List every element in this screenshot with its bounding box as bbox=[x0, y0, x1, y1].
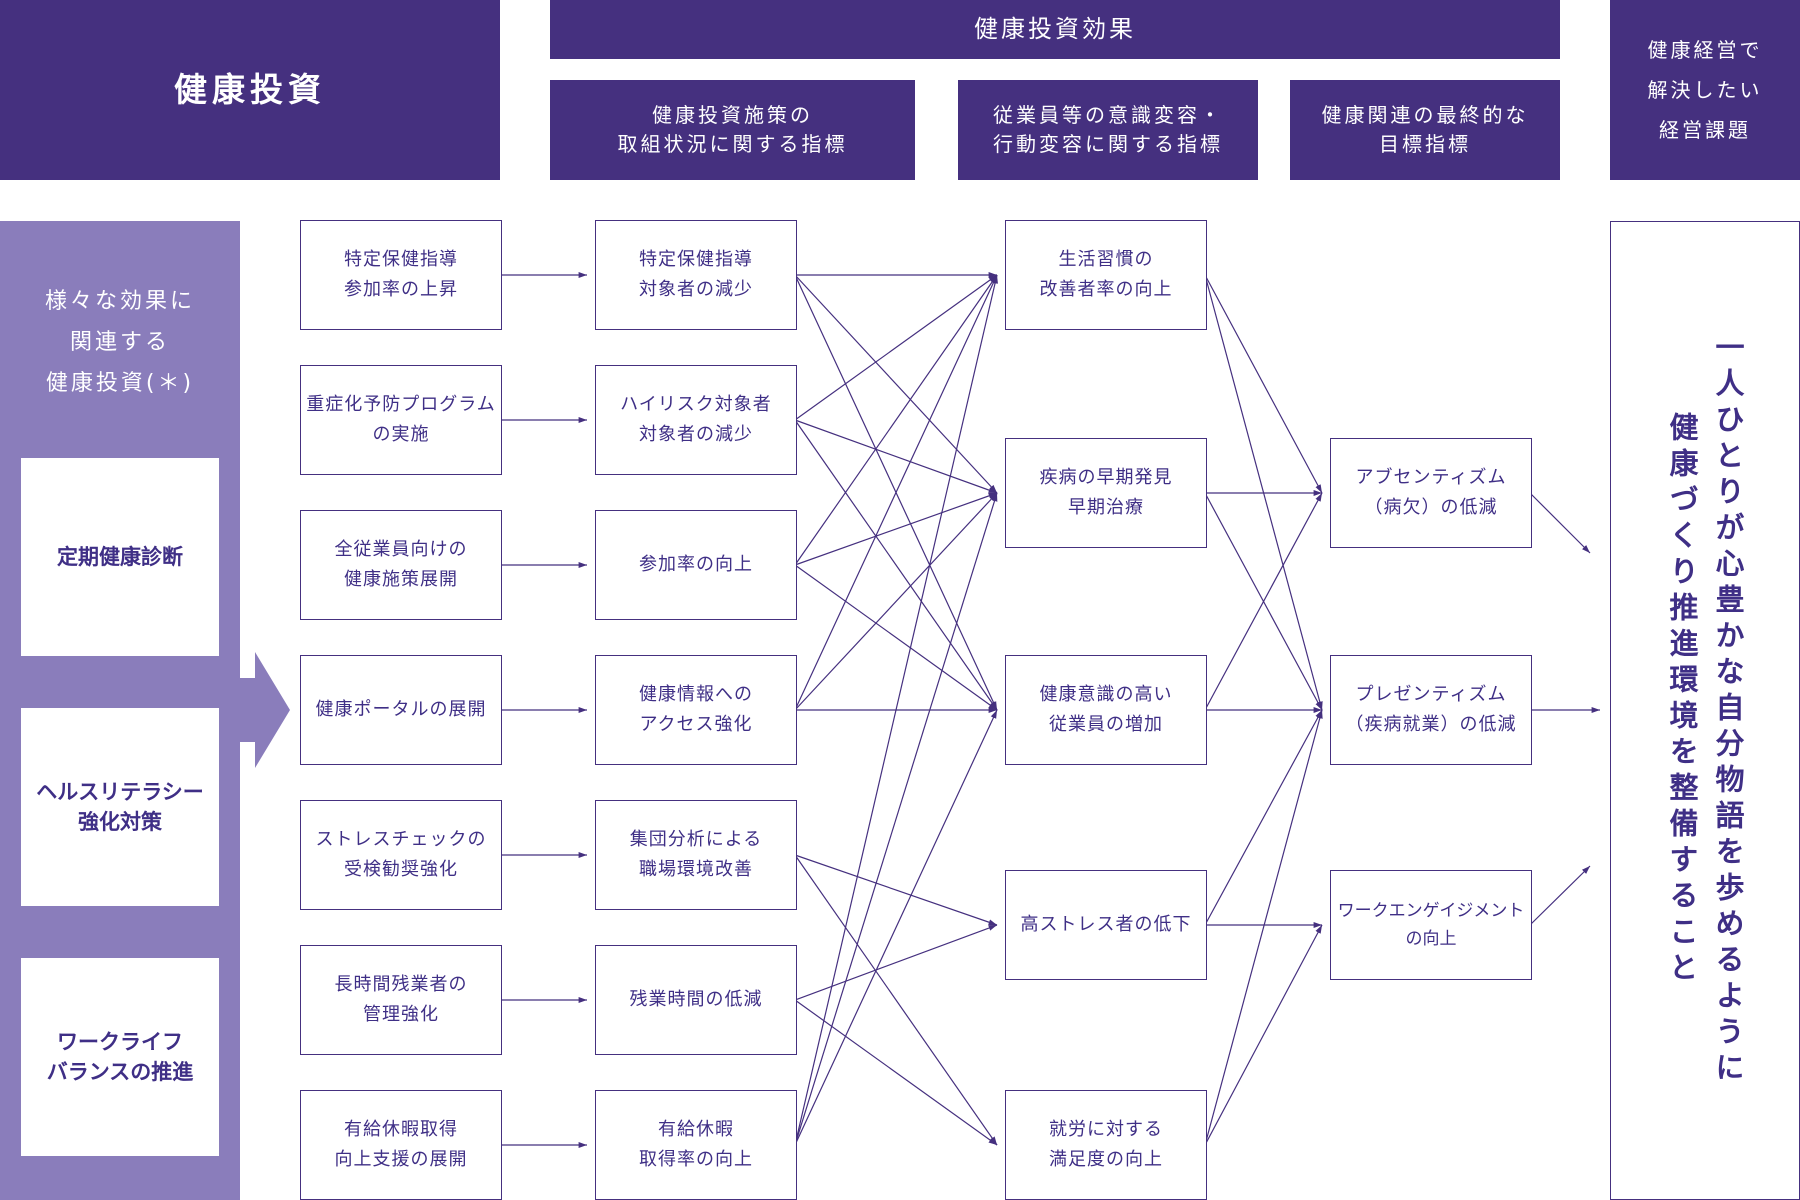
big-arrow bbox=[240, 652, 290, 768]
measure-node-specific-guidance: 特定保健指導 参加率の上昇 bbox=[300, 220, 502, 330]
behavior-node-early-detection: 疾病の早期発見 早期治療 bbox=[1005, 438, 1207, 548]
indicator-node-info-access: 健康情報への アクセス強化 bbox=[595, 655, 797, 765]
behavior-node-stress-reduction: 高ストレス者の低下 bbox=[1005, 870, 1207, 980]
measure-node-paid-leave-support: 有給休暇取得 向上支援の展開 bbox=[300, 1090, 502, 1200]
outcome-node-presenteeism: プレゼンティズム （疾病就業）の低減 bbox=[1330, 655, 1532, 765]
measure-node-health-portal: 健康ポータルの展開 bbox=[300, 655, 502, 765]
header-effect: 健康投資効果 bbox=[550, 0, 1560, 59]
header-investment: 健康投資 bbox=[0, 0, 500, 180]
header-management-issue: 健康経営で 解決したい 経営課題 bbox=[1610, 0, 1800, 180]
behavior-node-lifestyle: 生活習慣の 改善者率の向上 bbox=[1005, 220, 1207, 330]
indicator-node-participation: 参加率の向上 bbox=[595, 510, 797, 620]
left-item-health-literacy: ヘルスリテラシー 強化対策 bbox=[20, 707, 220, 907]
left-item-work-life-balance: ワークライフ バランスの推進 bbox=[20, 957, 220, 1157]
left-panel-title: 様々な効果に 関連する 健康投資(＊) bbox=[44, 289, 195, 396]
indicator-node-group-analysis: 集団分析による 職場環境改善 bbox=[595, 800, 797, 910]
behavior-node-health-awareness: 健康意識の高い 従業員の増加 bbox=[1005, 655, 1207, 765]
header-behavior-indicators: 従業員等の意識変容・ 行動変容に関する指標 bbox=[958, 80, 1258, 180]
indicator-node-high-risk: ハイリスク対象者 対象者の減少 bbox=[595, 365, 797, 475]
measure-node-severity-prevention: 重症化予防プログラム の実施 bbox=[300, 365, 502, 475]
outcome-node-work-engagement: ワークエンゲイジメント の向上 bbox=[1330, 870, 1532, 980]
goal-box: 一人ひとりが心豊かな自分物語を歩めるように 健康づくり推進環境を整備すること bbox=[1610, 221, 1800, 1200]
indicator-node-guidance-targets: 特定保健指導 対象者の減少 bbox=[595, 220, 797, 330]
goal-text-line2: 健康づくり推進環境を整備すること bbox=[1665, 412, 1699, 988]
behavior-node-job-satisfaction: 就労に対する 満足度の向上 bbox=[1005, 1090, 1207, 1200]
goal-text-line1: 一人ひとりが心豊かな自分物語を歩めるように bbox=[1711, 332, 1745, 1088]
measure-node-stress-check: ストレスチェックの 受検勧奨強化 bbox=[300, 800, 502, 910]
left-item-health-checkup: 定期健康診断 bbox=[20, 457, 220, 657]
header-measure-indicators: 健康投資施策の 取組状況に関する指標 bbox=[550, 80, 915, 180]
indicator-node-overtime-reduction: 残業時間の低減 bbox=[595, 945, 797, 1055]
header-final-indicators: 健康関連の最終的な 目標指標 bbox=[1290, 80, 1560, 180]
indicator-node-paid-leave-rate: 有給休暇 取得率の向上 bbox=[595, 1090, 797, 1200]
outcome-node-absenteeism: アブセンティズム （病欠）の低減 bbox=[1330, 438, 1532, 548]
measure-node-all-employee-programs: 全従業員向けの 健康施策展開 bbox=[300, 510, 502, 620]
measure-node-overtime-management: 長時間残業者の 管理強化 bbox=[300, 945, 502, 1055]
